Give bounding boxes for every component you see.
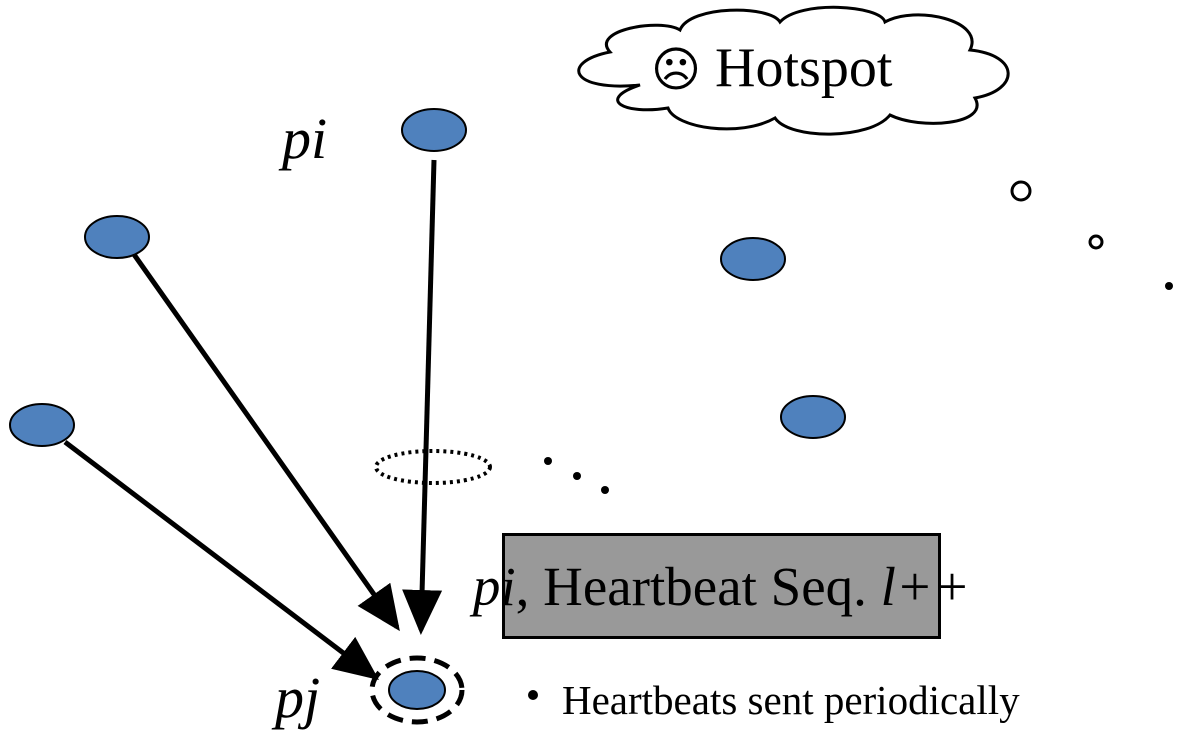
ellipsis-dot-3 [601,486,609,494]
label-pj: pj [275,665,321,730]
node-pj [388,670,446,710]
message-middle: , Heartbeat Seq. [515,555,881,617]
node-failed [374,449,492,485]
bullet-item: Heartbeats sent periodically [528,676,1020,724]
sad-face-icon: ☹ [651,42,702,98]
node-5 [780,395,846,439]
heartbeat-message-box: pi, Heartbeat Seq. l++ [473,533,970,639]
message-seq-var: l++ [880,555,971,617]
node-3 [9,403,75,447]
message-sender: pi [472,555,516,617]
arrow-node3-to-pj [63,440,379,681]
label-pi: pi [282,106,328,171]
ellipsis-dot-1 [544,457,552,465]
bullet-text: Heartbeats sent periodically [562,677,1020,723]
hotspot-cloud [577,5,1173,290]
node-2 [84,215,150,259]
node-pj-ring [369,655,465,725]
thought-bubble-small [1165,282,1173,290]
arrow-node2-to-pj [130,251,400,632]
bullet-dot-icon [528,689,538,700]
ellipsis-dot-2 [573,472,581,480]
arrow-pi-to-pj [402,159,443,635]
hotspot-text: Hotspot [715,37,893,99]
cloud-label: ☹ Hotspot [651,40,892,96]
node-pi [401,108,467,152]
thought-bubble-medium [1088,234,1104,250]
node-4 [720,237,786,281]
thought-bubble-large [1010,180,1032,202]
